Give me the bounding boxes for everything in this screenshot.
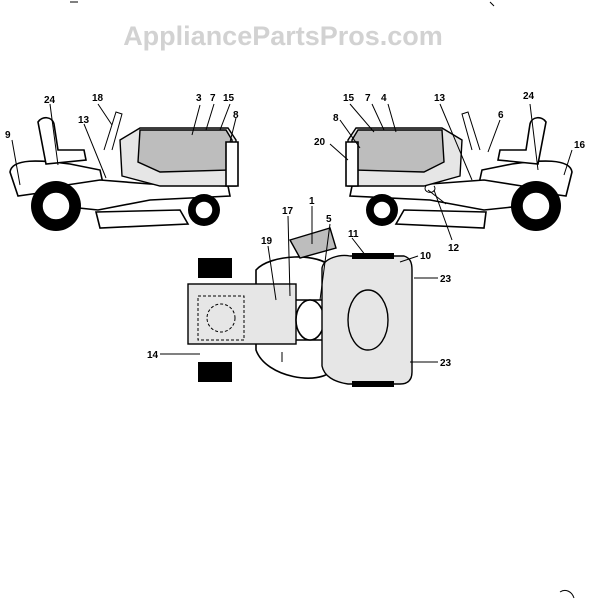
callout-18: 18 <box>92 93 104 104</box>
callout-3: 3 <box>196 93 202 104</box>
top-rear-tire-lower <box>198 362 232 382</box>
tractor-left-view: 24 18 3 7 15 8 9 13 <box>5 93 239 231</box>
top-tire-tread-lower <box>201 362 227 382</box>
left-leaders <box>11 103 237 186</box>
edge-artifact <box>70 1 495 7</box>
top-front-tire-upper <box>352 253 394 259</box>
callout-24: 24 <box>523 91 535 102</box>
top-seat-circle <box>206 303 236 333</box>
left-front-wheel <box>188 194 220 226</box>
callout-13: 13 <box>434 93 446 104</box>
left-callout-labels: 24 18 3 7 15 8 9 13 <box>5 93 239 141</box>
callout-11: 11 <box>348 229 359 240</box>
right-hood-decal <box>351 129 445 173</box>
callout-7: 7 <box>210 93 216 104</box>
callout-24: 24 <box>44 95 56 106</box>
callout-19: 19 <box>261 236 273 247</box>
right-steering-column <box>461 111 481 151</box>
top-callout-labels: 17 1 5 11 10 19 23 14 23 <box>147 196 452 369</box>
top-tire-tread-upper <box>201 258 227 278</box>
callout-7: 7 <box>365 93 371 104</box>
callout-9: 9 <box>5 130 11 141</box>
top-seat-outline <box>197 295 245 341</box>
watermark-text: AppliancePartsPros.com <box>123 21 443 51</box>
callout-14: 14 <box>147 350 159 361</box>
top-rear-body <box>187 283 297 345</box>
callout-12: 12 <box>448 243 460 254</box>
callout-8: 8 <box>333 113 339 124</box>
right-mower-deck <box>394 209 487 229</box>
left-grille <box>225 141 239 187</box>
callout-10: 10 <box>420 251 432 262</box>
callout-13: 13 <box>78 115 90 126</box>
right-leaders <box>329 103 573 241</box>
top-rear-tire-upper <box>198 258 232 278</box>
left-mower-deck <box>94 209 190 229</box>
tractor-top-view: 17 1 5 11 10 19 23 14 23 <box>147 196 452 387</box>
right-grille <box>345 141 359 187</box>
callout-4: 4 <box>381 93 387 104</box>
right-callout-labels: 15 7 4 13 24 8 6 20 16 12 <box>314 91 586 254</box>
top-front-tire-lower <box>352 381 394 387</box>
right-rear-wheel <box>511 181 561 231</box>
callout-16: 16 <box>574 140 586 151</box>
left-steering-column <box>103 111 123 151</box>
top-steering-console <box>295 299 325 341</box>
top-seat-back <box>288 227 337 259</box>
right-seat <box>497 116 547 165</box>
callout-6: 6 <box>498 110 504 121</box>
left-hood-decal <box>137 129 233 173</box>
left-rear-wheel <box>31 181 81 231</box>
right-front-wheel <box>366 194 398 226</box>
top-hood-ellipse <box>347 289 389 351</box>
top-lower-fender <box>255 339 333 379</box>
callout-8: 8 <box>233 110 239 121</box>
callout-5: 5 <box>326 214 332 225</box>
callout-1: 1 <box>309 196 315 207</box>
callout-20: 20 <box>314 137 326 148</box>
callout-17: 17 <box>282 206 294 217</box>
top-leaders <box>160 206 438 363</box>
callout-15: 15 <box>223 93 235 104</box>
corner-artifact <box>559 589 575 599</box>
callout-23-upper: 23 <box>440 274 452 285</box>
tractor-right-view: 15 7 4 13 24 8 6 20 16 12 <box>314 91 586 254</box>
callout-15: 15 <box>343 93 355 104</box>
callout-23-lower: 23 <box>440 358 452 369</box>
